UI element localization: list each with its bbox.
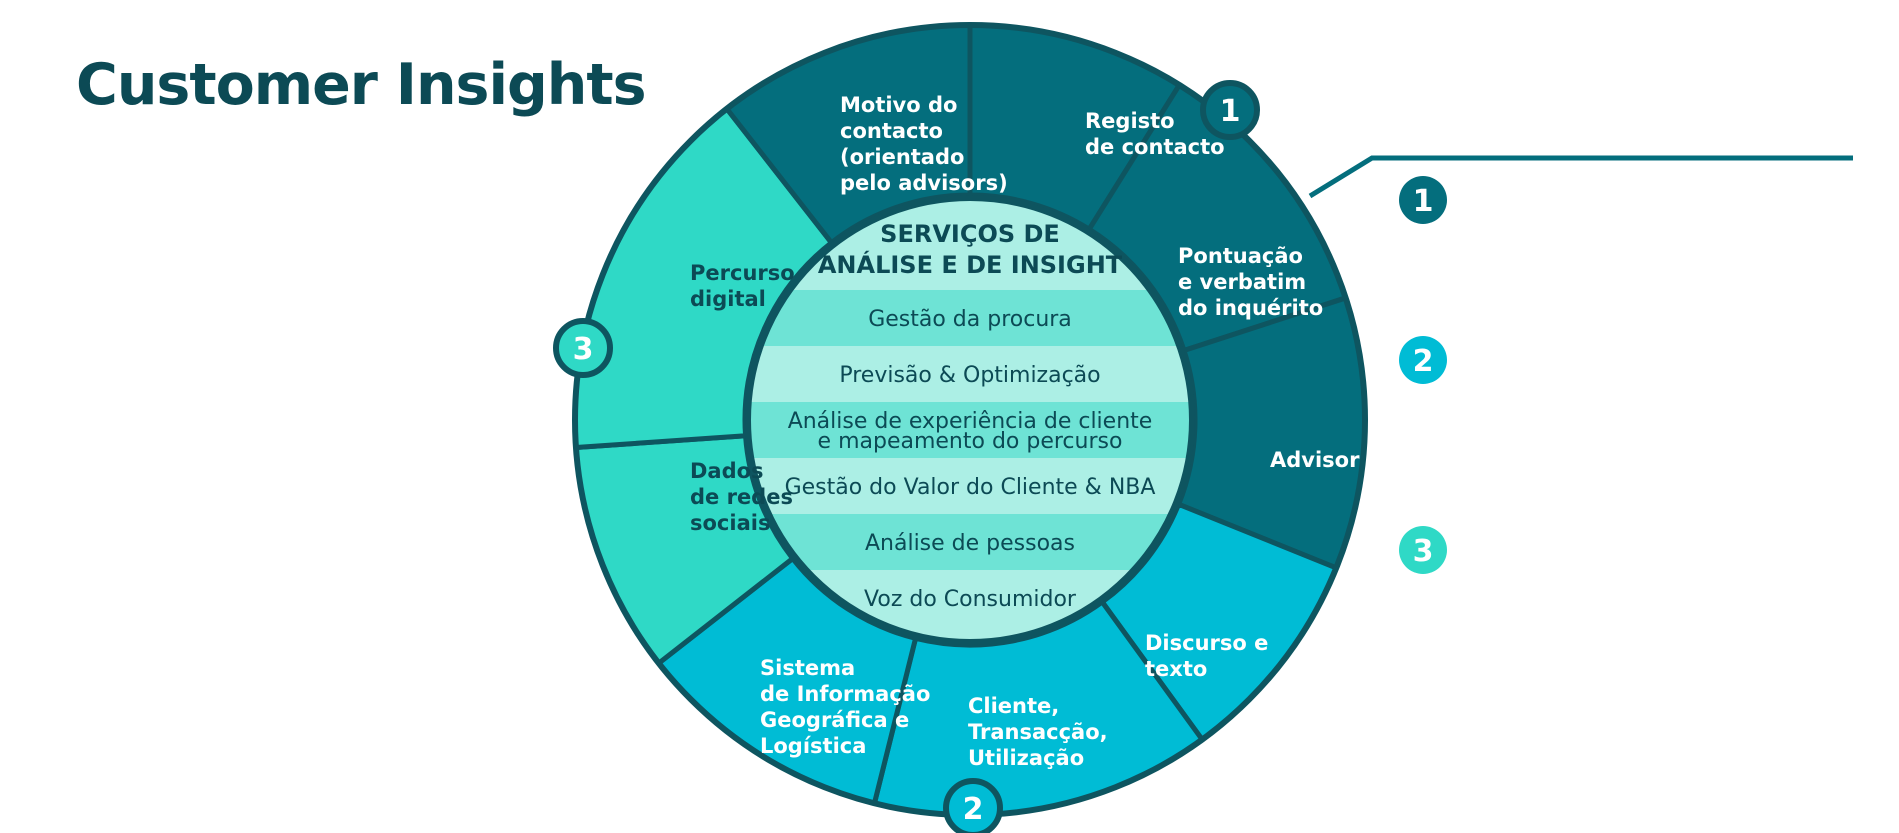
center-title-line: ANÁLISE E DE INSIGHT	[818, 250, 1123, 279]
center-band	[748, 290, 1192, 346]
page-title: Customer Insights	[76, 52, 647, 118]
segment-label-line: Utilização	[968, 746, 1084, 770]
center-band	[748, 346, 1192, 402]
segment-label-advisor: Advisor	[1270, 448, 1360, 472]
segment-label-line: digital	[690, 287, 766, 311]
center-service-item: Análise de pessoas	[865, 531, 1075, 556]
center-service-line: Análise de experiência de cliente	[788, 409, 1153, 434]
segment-label-line: Geográfica e	[760, 708, 909, 732]
legend-badge-2	[1399, 336, 1447, 384]
center-service-line: e mapeamento do percurso	[818, 429, 1123, 454]
segment-label-line: pelo advisors)	[840, 171, 1008, 195]
ring-badge-3	[553, 318, 613, 378]
center-band	[748, 514, 1192, 570]
center-service-item: Voz do Consumidor	[864, 587, 1077, 612]
legend-connector-line	[1308, 155, 1853, 199]
segment-label-line: sociais	[690, 511, 770, 535]
legend-badge-number: 3	[1413, 534, 1434, 569]
segment-label-line: Logística	[760, 734, 866, 758]
ring-badge-2	[943, 778, 1003, 833]
ring-badge-number: 1	[1220, 94, 1241, 129]
segment-label-line: de contacto	[1085, 135, 1225, 159]
segment-label-line: Dados	[690, 459, 764, 483]
segment-label-line: Cliente,	[968, 694, 1059, 718]
segment-label-line: do inquérito	[1178, 296, 1323, 320]
segment-label-line: contacto	[840, 119, 943, 143]
ring-badge-number: 2	[963, 792, 984, 827]
segment-label-cliente: Cliente,Transacção,Utilização	[968, 694, 1108, 770]
segment-label-line: Pontuação	[1178, 244, 1303, 268]
ring-badges: 1 2 3	[553, 80, 1260, 833]
ring-badge-number: 3	[573, 332, 594, 367]
segment-label-line: Percurso	[690, 261, 795, 285]
legend-badge-1	[1399, 176, 1447, 224]
legend-badge-number: 1	[1413, 184, 1434, 219]
center-service-line: Gestão do Valor do Cliente & NBA	[785, 475, 1156, 500]
segment-label-line: Motivo do	[840, 93, 957, 117]
legend: 1 2 3	[1308, 155, 1853, 574]
center-circle-border	[745, 195, 1195, 645]
legend-badge-3	[1399, 526, 1447, 574]
segment-label-line: Advisor	[1270, 448, 1360, 472]
center-service-line: Voz do Consumidor	[864, 587, 1077, 612]
center-title-line: SERVIÇOS DE	[880, 220, 1060, 248]
segment-label-line: (orientado	[840, 145, 964, 169]
segment-label-line: Transacção,	[968, 720, 1108, 744]
segment-label-line: de Informação	[760, 682, 930, 706]
center-service-item: Gestão da procura	[868, 307, 1072, 332]
center-service-line: Gestão da procura	[868, 307, 1072, 332]
legend-badge-number: 2	[1413, 344, 1434, 379]
center-service-line: Previsão & Optimização	[839, 363, 1100, 388]
segment-label-line: e verbatim	[1178, 270, 1306, 294]
center-band	[748, 402, 1192, 458]
center-band	[748, 458, 1192, 514]
segment-label-line: Discurso e	[1145, 631, 1268, 655]
segment-label-line: texto	[1145, 657, 1207, 681]
segment-label-line: de redes	[690, 485, 793, 509]
segment-label-line: Registo	[1085, 109, 1175, 133]
center-service-line: Análise de pessoas	[865, 531, 1075, 556]
ring-badge-1	[1200, 80, 1260, 140]
center-service-item: Gestão do Valor do Cliente & NBA	[785, 475, 1156, 500]
segment-label-line: Sistema	[760, 656, 855, 680]
center-service-item: Previsão & Optimização	[839, 363, 1100, 388]
